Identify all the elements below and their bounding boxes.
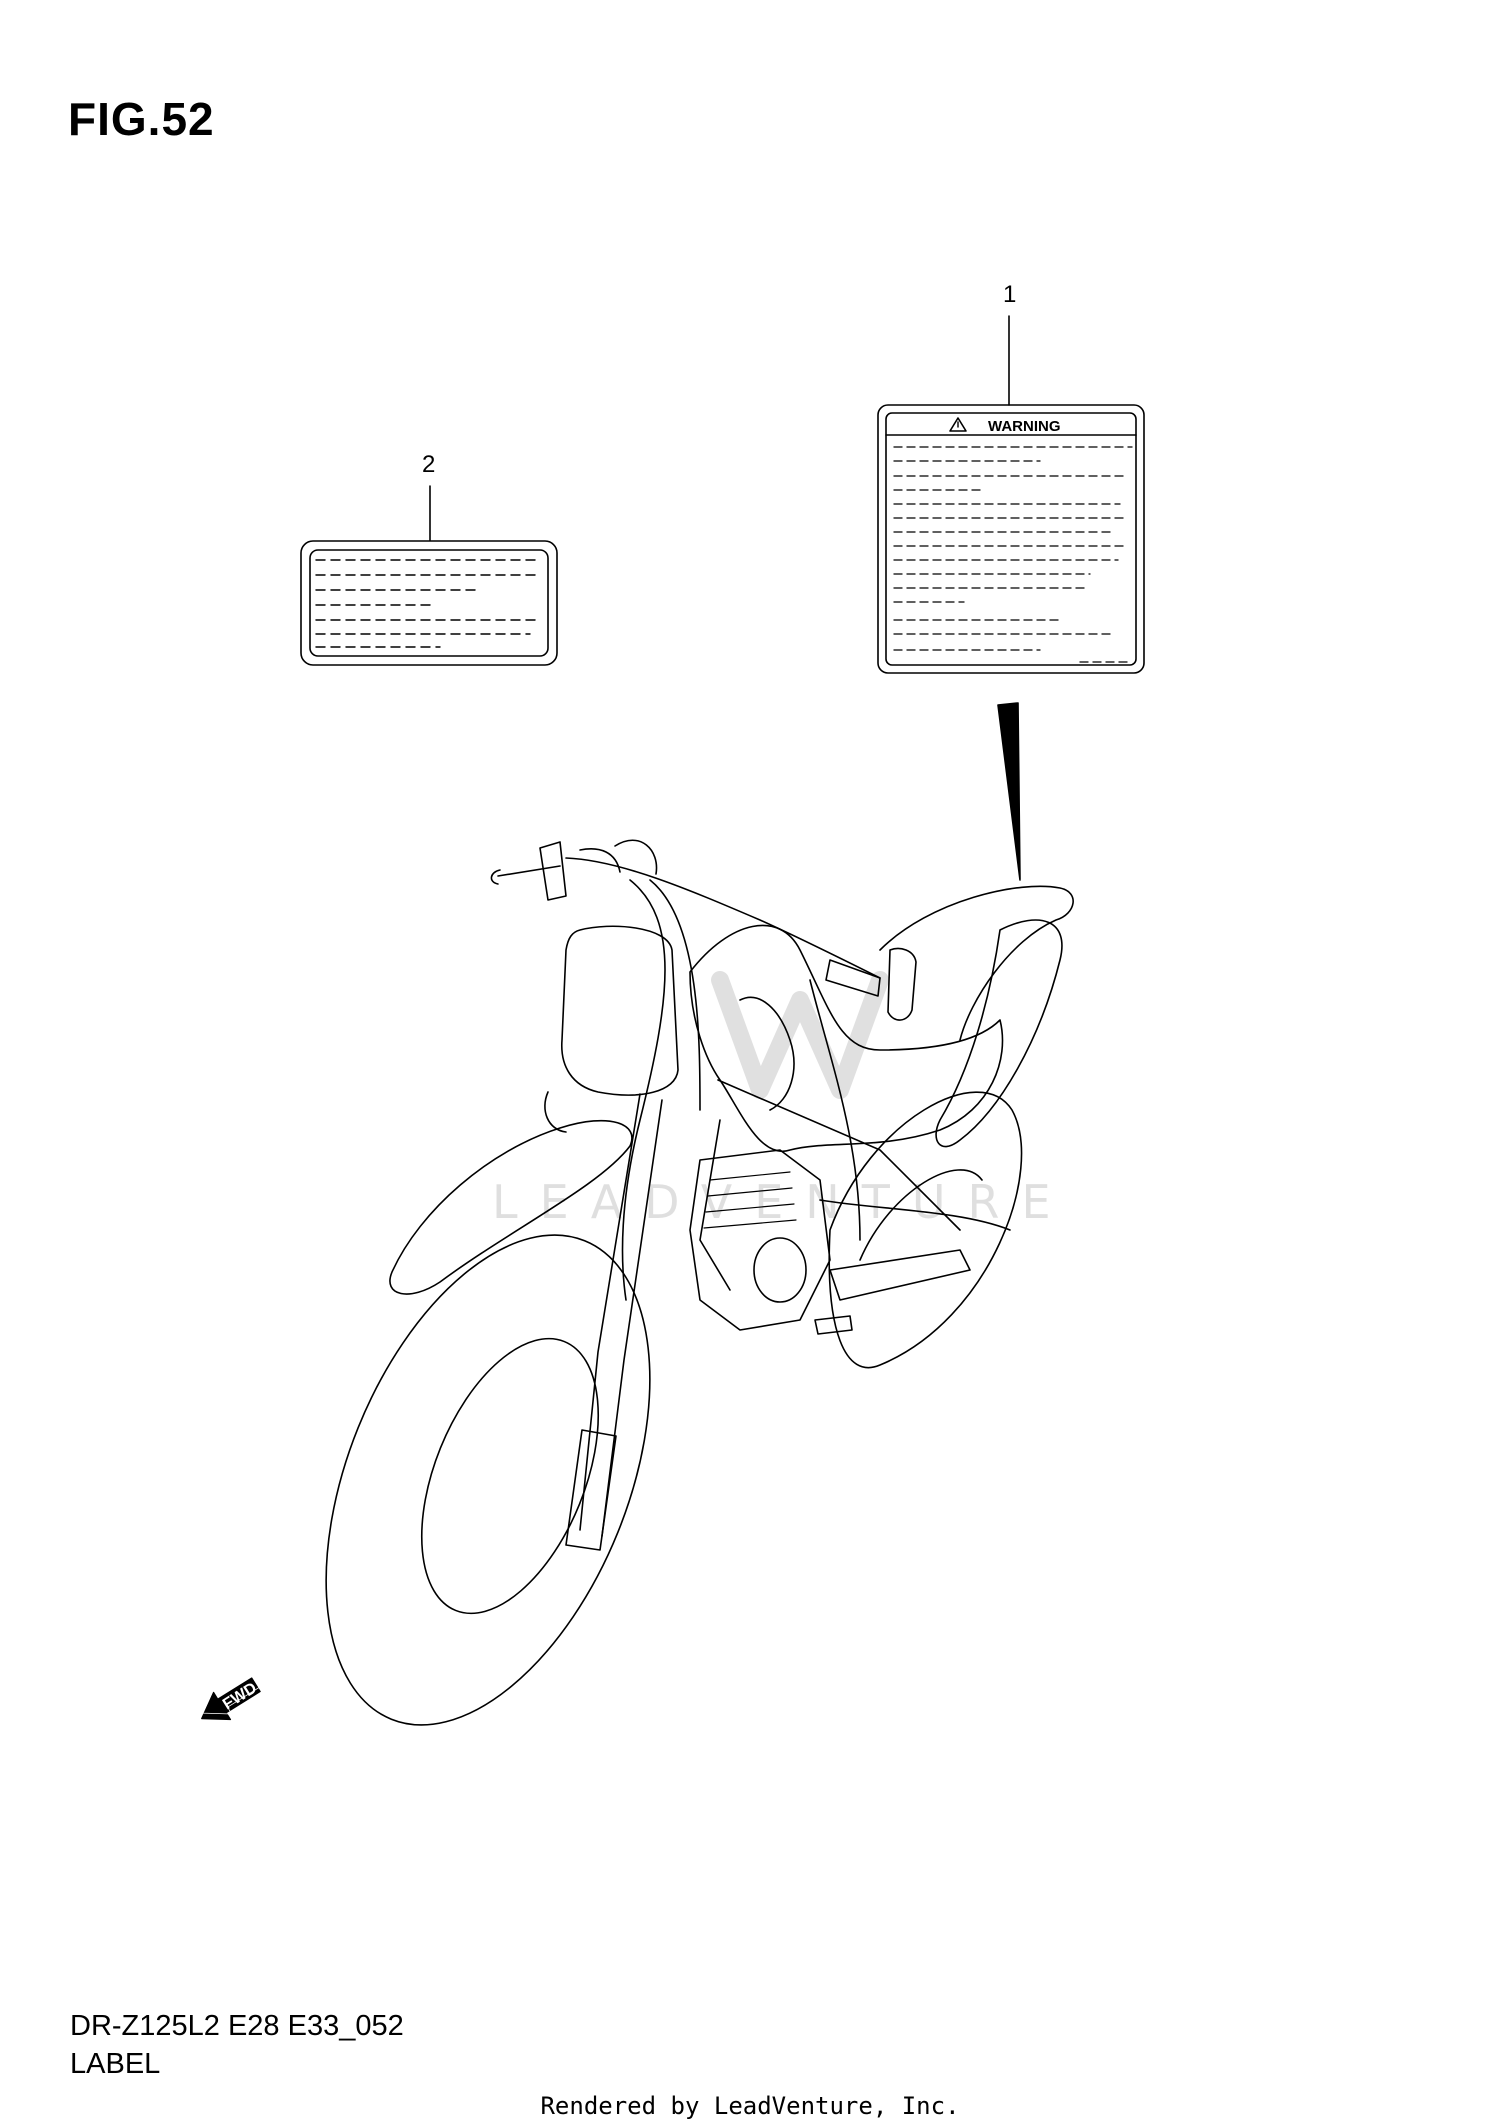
- motorcycle-illustration: [325, 839, 1074, 1726]
- engine: [689, 1149, 831, 1331]
- clutch-lever: [497, 865, 561, 877]
- front-tire: [325, 1234, 651, 1726]
- exhaust-pipe: [819, 1199, 1011, 1231]
- fork-right: [601, 1099, 663, 1537]
- model-code: DR-Z125L2 E28 E33_052: [70, 2010, 404, 2042]
- rear-rim: [859, 1169, 983, 1261]
- warning-heading: WARNING: [988, 418, 1061, 435]
- frame-main: [717, 1079, 961, 1231]
- fork-left: [579, 1093, 641, 1531]
- brake-cable: [621, 879, 666, 1301]
- callout-1[interactable]: 1: [1003, 281, 1016, 406]
- swingarm: [829, 1249, 971, 1301]
- label-part-2[interactable]: [300, 540, 558, 666]
- fork-lower: [565, 1429, 617, 1551]
- front-fender: [389, 1119, 633, 1295]
- fuel-tank-shroud: [689, 924, 1004, 1153]
- warning-triangle-icon: [949, 417, 967, 432]
- callout-number-1: 1: [1003, 281, 1016, 308]
- callout-number-2: 2: [422, 451, 435, 478]
- throttle-cable: [809, 979, 861, 1241]
- left-grip: [539, 841, 567, 901]
- watermark-text: LEADVENTURE: [492, 1175, 1073, 1229]
- front-number-plate: [561, 925, 679, 1096]
- callout-2[interactable]: 2: [422, 451, 435, 541]
- throttle-housing: [887, 947, 917, 1021]
- handlebar: [565, 857, 881, 979]
- front-rim: [420, 1337, 600, 1615]
- figure-title: FIG.52: [68, 93, 215, 145]
- footpeg: [814, 1315, 853, 1335]
- rendered-by-credit: Rendered by LeadVenture, Inc.: [540, 2092, 960, 2120]
- engine-cover: [753, 1237, 807, 1303]
- frame-down: [699, 1119, 731, 1291]
- warning-label-part-1[interactable]: WARNING: [877, 404, 1145, 674]
- fwd-direction-arrow: FWD: [201, 1672, 262, 1721]
- right-grip: [825, 959, 881, 997]
- rear-fender: [935, 919, 1063, 1148]
- watermark: LEADVENTURE: [492, 971, 1073, 1229]
- headlight-mount: [544, 1091, 567, 1133]
- location-pointer-arrow: [997, 702, 1021, 881]
- rear-tire: [828, 1091, 1023, 1369]
- section-name: LABEL: [70, 2048, 161, 2080]
- seat: [879, 885, 1074, 1041]
